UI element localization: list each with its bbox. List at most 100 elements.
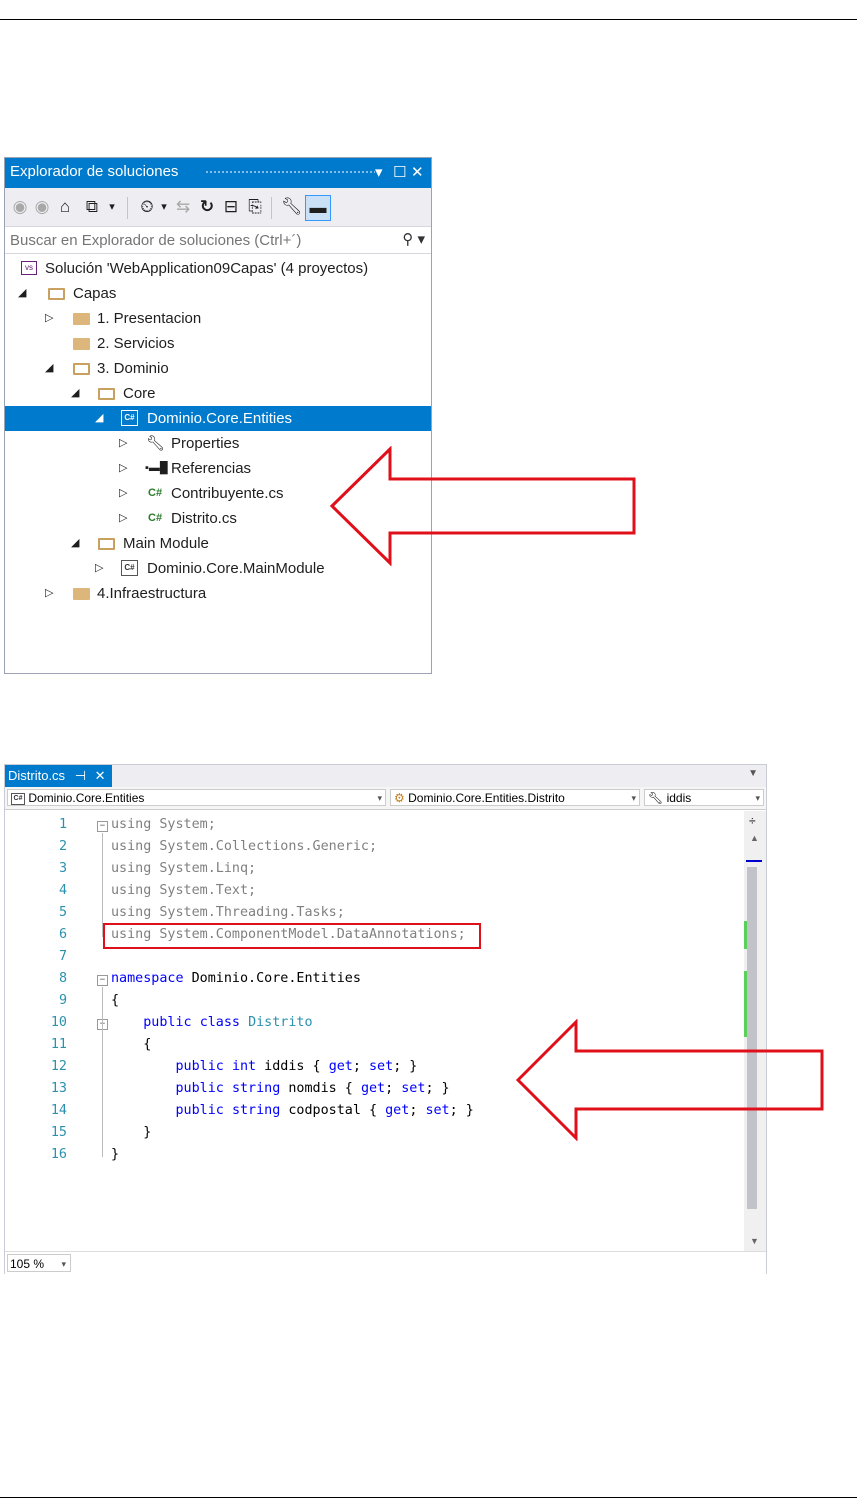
tree-item-label: Dominio.Core.MainModule xyxy=(147,560,325,577)
tab-label: Distrito.cs xyxy=(8,768,66,783)
search-input[interactable] xyxy=(5,227,385,253)
forward-icon[interactable]: ◉ xyxy=(34,197,50,216)
chevron-down-icon[interactable]: ▾ xyxy=(161,201,167,213)
line-number: 6 xyxy=(58,927,67,942)
close-icon[interactable]: ✕ xyxy=(94,768,106,783)
collapsed-icon[interactable]: ▷ xyxy=(95,562,104,574)
refresh-icon[interactable]: ↻ xyxy=(199,197,215,216)
tree-item-presentacion[interactable]: ▷ 1. Presentacion xyxy=(5,306,431,331)
references-icon: ▪▬█ xyxy=(145,462,168,474)
solution-explorer-panel: Explorador de soluciones ▾ ☐ ✕ ◉ ◉ ⌂ ⧉ ▾… xyxy=(4,157,432,674)
tree-item-label: Dominio.Core.Entities xyxy=(147,410,293,427)
member-dropdown-value: iddis xyxy=(666,791,692,805)
expanded-icon[interactable]: ◢ xyxy=(71,537,80,549)
wrench-icon: 🔧︎ xyxy=(146,435,166,452)
collapse-region-icon[interactable]: − xyxy=(97,821,108,832)
collapsed-icon[interactable]: ▷ xyxy=(119,462,128,474)
tree-item-infraestructura[interactable]: ▷ 4.Infraestructura xyxy=(5,581,431,606)
collapsed-icon[interactable]: ▷ xyxy=(45,312,54,324)
tree-item-solution[interactable]: vs Solución 'WebApplication09Capas' (4 p… xyxy=(5,256,431,281)
line-number: 9 xyxy=(58,993,67,1008)
collapse-all-icon[interactable]: ⊟ xyxy=(223,197,239,216)
code-area[interactable]: 1 2 3 4 5 6 7 8 9 10 11 12 13 14 15 16 −… xyxy=(5,811,745,1251)
project-dropdown[interactable]: C# Dominio.Core.Entities ▾ xyxy=(7,789,386,806)
close-icon[interactable]: ✕ xyxy=(411,164,424,181)
code-line: public int iddis { get; set; } xyxy=(175,1059,418,1074)
chevron-down-icon[interactable]: ▾ xyxy=(109,201,115,213)
tree-item-capas[interactable]: ◢ Capas xyxy=(5,281,431,306)
expanded-icon[interactable]: ◢ xyxy=(95,412,104,424)
folder-open-icon xyxy=(98,538,115,550)
vertical-scrollbar[interactable]: ÷ ▲ ▼ xyxy=(744,811,766,1251)
code-line: public class Distrito xyxy=(143,1015,313,1030)
csharp-project-icon: C# xyxy=(11,792,25,805)
maximize-icon[interactable]: ☐ xyxy=(393,164,407,181)
code-line: using System.Text; xyxy=(111,883,257,898)
scroll-up-icon[interactable]: ▲ xyxy=(750,833,759,843)
tree-item-label: Distrito.cs xyxy=(171,510,237,527)
split-icon[interactable]: ÷ xyxy=(749,814,756,828)
toolbar-separator xyxy=(127,197,128,219)
collapsed-icon[interactable]: ▷ xyxy=(45,587,54,599)
solution-explorer-search: ⚲ ▾ xyxy=(5,227,431,254)
tree-item-label: Properties xyxy=(171,435,240,452)
collapse-region-icon[interactable]: − xyxy=(97,975,108,986)
type-dropdown-value: Dominio.Core.Entities.Distrito xyxy=(408,791,565,805)
line-number: 3 xyxy=(58,861,67,876)
line-number: 1 xyxy=(58,817,67,832)
tab-overflow-icon[interactable]: ▼ xyxy=(748,768,758,779)
tree-item-referencias[interactable]: ▷ ▪▬█ Referencias xyxy=(5,456,431,481)
tab-distrito-cs[interactable]: Distrito.cs ⊣ ✕ xyxy=(5,765,112,787)
sync-icon[interactable]: ⇆ xyxy=(175,197,191,216)
tree-item-dominio-core-mainmodule[interactable]: ▷ C# Dominio.Core.MainModule xyxy=(5,556,431,581)
tree-item-properties[interactable]: ▷ 🔧︎ Properties xyxy=(5,431,431,456)
folder-open-icon xyxy=(48,288,65,300)
csharp-project-icon: C# xyxy=(121,410,138,426)
tree-item-servicios[interactable]: 2. Servicios xyxy=(5,331,431,356)
drag-grip[interactable] xyxy=(205,170,375,175)
expanded-icon[interactable]: ◢ xyxy=(18,287,27,299)
line-number: 13 xyxy=(50,1081,67,1096)
annotation-arrow-explorer xyxy=(329,446,636,566)
pin-icon[interactable]: ⊣ xyxy=(74,768,87,783)
bottom-page-rule xyxy=(0,1497,857,1498)
scrollbar-thumb[interactable] xyxy=(747,867,757,1209)
switch-views-icon[interactable]: ⧉ xyxy=(85,197,99,216)
properties-icon[interactable]: 🔧︎ xyxy=(281,197,303,216)
solution-explorer-titlebar: Explorador de soluciones ▾ ☐ ✕ xyxy=(5,158,431,188)
line-number: 16 xyxy=(50,1147,67,1162)
folder-icon xyxy=(73,588,90,600)
tree-item-contribuyente-cs[interactable]: ▷ C# Contribuyente.cs xyxy=(5,481,431,506)
scroll-down-icon[interactable]: ▼ xyxy=(750,1236,759,1246)
top-page-rule xyxy=(0,19,857,20)
search-icon[interactable]: ⚲ ▾ xyxy=(402,231,425,248)
line-number: 11 xyxy=(50,1037,67,1052)
collapsed-icon[interactable]: ▷ xyxy=(119,487,128,499)
tree-item-label: Referencias xyxy=(171,460,252,477)
fold-guide xyxy=(102,833,103,937)
tree-item-distrito-cs[interactable]: ▷ C# Distrito.cs xyxy=(5,506,431,531)
tree-item-dominio-core-entities[interactable]: ◢ C# Dominio.Core.Entities xyxy=(5,406,431,431)
code-line: public string codpostal { get; set; } xyxy=(175,1103,474,1118)
collapsed-icon[interactable]: ▷ xyxy=(119,437,128,449)
expanded-icon[interactable]: ◢ xyxy=(45,362,54,374)
solution-explorer-toolbar: ◉ ◉ ⌂ ⧉ ▾ ⏲ ▾ ⇆ ↻ ⊟ ⎘ 🔧︎ ▬ xyxy=(5,188,431,227)
preview-selected-icon[interactable]: ▬ xyxy=(305,195,331,221)
tree-item-core[interactable]: ◢ Core xyxy=(5,381,431,406)
home-icon[interactable]: ⌂ xyxy=(59,197,71,216)
show-all-files-icon[interactable]: ⎘ xyxy=(248,197,262,216)
type-dropdown[interactable]: ⚙ Dominio.Core.Entities.Distrito ▾ xyxy=(390,789,640,806)
editor-status-row: 105 % ▾ xyxy=(5,1251,766,1274)
tree-item-main-module[interactable]: ◢ Main Module xyxy=(5,531,431,556)
zoom-dropdown[interactable]: 105 % ▾ xyxy=(7,1254,71,1272)
tree-item-dominio[interactable]: ◢ 3. Dominio xyxy=(5,356,431,381)
annotation-highlight-box xyxy=(103,923,481,949)
back-icon[interactable]: ◉ xyxy=(12,197,28,216)
expanded-icon[interactable]: ◢ xyxy=(71,387,80,399)
collapsed-icon[interactable]: ▷ xyxy=(119,512,128,524)
dropdown-icon[interactable]: ▾ xyxy=(375,164,383,181)
member-dropdown[interactable]: 🔧︎ iddis ▾ xyxy=(644,789,764,806)
change-marker xyxy=(744,921,747,949)
folder-icon xyxy=(73,313,90,325)
pending-changes-icon[interactable]: ⏲ xyxy=(140,197,154,216)
